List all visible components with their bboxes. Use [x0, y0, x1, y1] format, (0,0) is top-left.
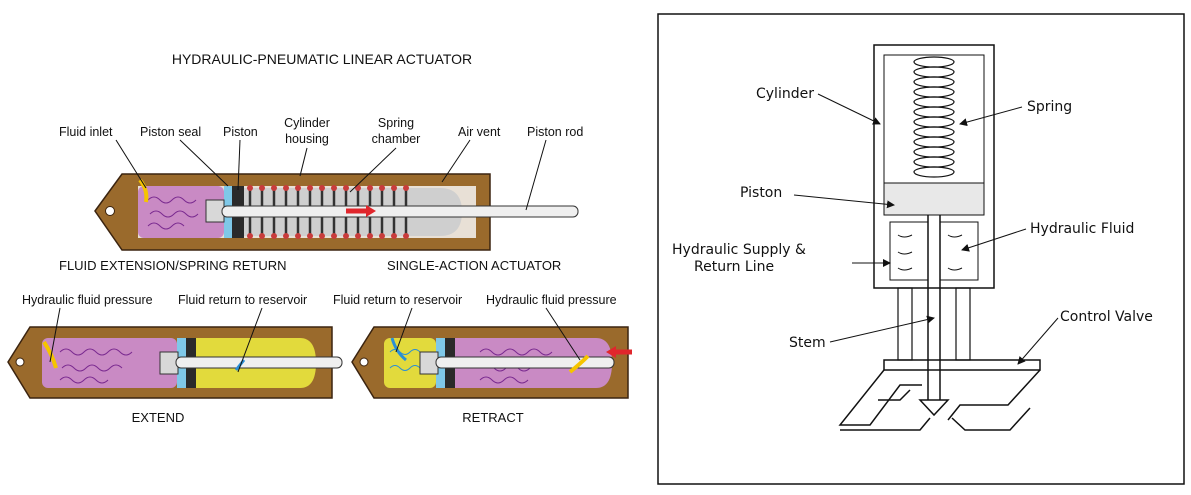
caption-extend: EXTEND [132, 410, 185, 425]
piston-nut [205, 199, 225, 223]
label-piston: Piston [223, 125, 258, 139]
label-spring-1: Spring [378, 116, 414, 130]
label-return-left: Fluid return to reservoir [178, 293, 307, 307]
caption-single-action: SINGLE-ACTION ACTUATOR [387, 258, 561, 273]
label-chamber-2: chamber [372, 132, 421, 146]
label-stem: Stem [789, 335, 826, 351]
label-hyd-pressure-left: Hydraulic fluid pressure [22, 293, 153, 307]
mount-hole [105, 206, 115, 216]
label-piston-seal: Piston seal [140, 125, 201, 139]
bottom-labels: Hydraulic fluid pressure Fluid return to… [22, 293, 617, 307]
top-actuator [94, 173, 579, 251]
fluid-swirls [147, 196, 199, 230]
spring-coil-tips [247, 185, 409, 239]
label-piston: Piston [740, 185, 782, 201]
label-cylinder: Cylinder [756, 86, 814, 102]
right-frame [657, 13, 1185, 485]
label-supply-1: Hydraulic Supply & [672, 242, 806, 258]
label-hydraulic-fluid: Hydraulic Fluid [1030, 221, 1134, 237]
label-housing-2: housing [285, 132, 329, 146]
cylinder-outline [873, 44, 995, 289]
label-air-vent: Air vent [458, 125, 501, 139]
label-fluid-inlet: Fluid inlet [59, 125, 113, 139]
left-diagram: HYDRAULIC-PNEUMATIC LINEAR ACTUATOR [7, 51, 632, 425]
valve-plate [883, 359, 1041, 371]
right-diagram: Cylinder Spring Piston Hydraulic Fluid H… [657, 13, 1185, 485]
label-return-right: Fluid return to reservoir [333, 293, 462, 307]
label-supply-2: Return Line [694, 259, 774, 275]
label-spring: Spring [1027, 99, 1072, 115]
spring-coils-right [913, 56, 955, 178]
inlet-arrow [138, 178, 149, 203]
top-leader-lines [115, 139, 547, 211]
label-control-valve: Control Valve [1060, 309, 1153, 325]
label-hyd-pressure-right: Hydraulic fluid pressure [486, 293, 617, 307]
top-labels: Fluid inlet Piston seal Piston Cylinder … [59, 116, 583, 146]
caption-retract: RETRACT [462, 410, 523, 425]
retract-actuator [351, 326, 632, 399]
label-piston-rod: Piston rod [527, 125, 583, 139]
control-valve-body [838, 369, 1041, 431]
piston-rod [221, 205, 579, 218]
piston-right [883, 182, 985, 216]
right-labels: Cylinder Spring Piston Hydraulic Fluid H… [672, 86, 1153, 351]
right-leaders [793, 93, 1059, 365]
caption-fluid-extension: FLUID EXTENSION/SPRING RETURN [59, 258, 287, 273]
label-cylinder-1: Cylinder [284, 116, 330, 130]
left-title: HYDRAULIC-PNEUMATIC LINEAR ACTUATOR [172, 51, 472, 67]
extend-actuator [7, 326, 343, 399]
